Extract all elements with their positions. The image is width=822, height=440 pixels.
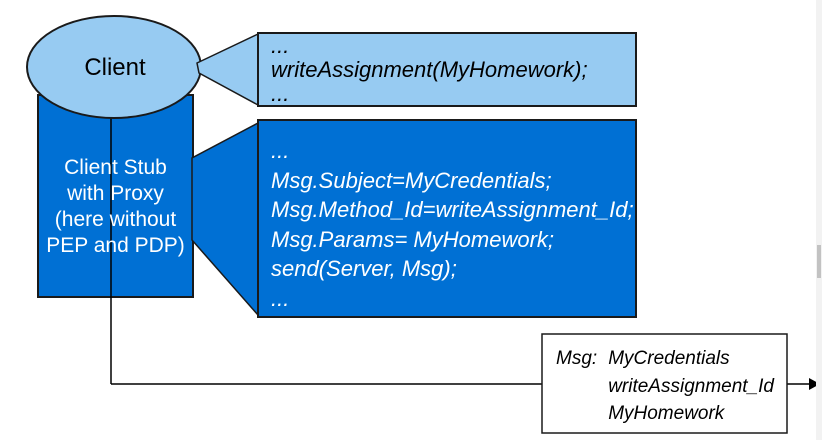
client-callout-box (257, 32, 637, 107)
stub-callout-box (257, 119, 637, 318)
message-value: writeAssignment_Id (608, 375, 774, 397)
code-line: Msg.Subject=MyCredentials; (271, 167, 552, 193)
code-line: ... (271, 81, 290, 106)
code-line: Msg.Params= MyHomework; (271, 226, 555, 252)
message-values: MyCredentials writeAssignment_Id MyHomew… (608, 345, 774, 428)
client-code-callout-text: ... writeAssignment(MyHomework); ... (271, 34, 631, 106)
scrollbar-thumb[interactable] (817, 245, 821, 278)
message-value: MyHomework (608, 403, 725, 424)
code-line: Msg.Method_Id=writeAssignment_Id; (271, 197, 634, 222)
stub-label-line: Client Stub (64, 156, 167, 179)
client-stub-box (37, 94, 194, 298)
stub-callout-pointer-icon (191, 121, 259, 317)
stub-code-callout-text: ... Msg.Subject=MyCredentials; Msg.Metho… (271, 136, 634, 313)
code-line: send(Server, Msg); (271, 256, 457, 281)
stub-label-line: with Proxy (67, 182, 164, 205)
client-callout-pointer-icon (196, 32, 259, 107)
scrollbar-track[interactable] (816, 0, 822, 440)
code-line: ... (271, 285, 290, 311)
arrowhead-icon (809, 378, 820, 390)
stub-label-line: PEP and PDP) (46, 234, 185, 257)
code-line: writeAssignment(MyHomework); (271, 57, 588, 82)
client-label: Client (84, 54, 146, 81)
message-label: Msg: (556, 348, 598, 369)
code-line: ... (271, 138, 290, 163)
stub-label-line: (here without (54, 208, 177, 231)
message-box (541, 333, 788, 434)
code-line: ... (271, 33, 290, 58)
client-stub-label: Client Stub with Proxy (here without PEP… (38, 155, 193, 259)
message-value: MyCredentials (608, 348, 730, 369)
message-box-text: Msg: MyCredentials writeAssignment_Id My… (556, 345, 774, 428)
